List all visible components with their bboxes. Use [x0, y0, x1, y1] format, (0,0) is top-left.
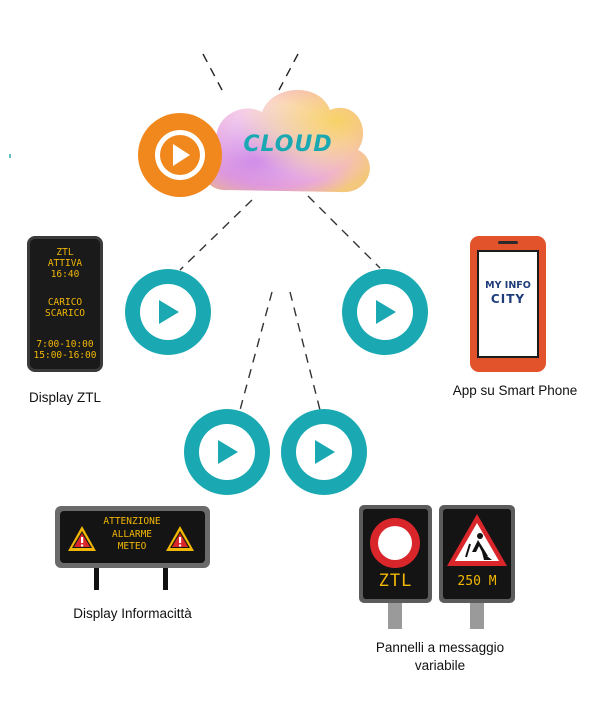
roadworks-icon [447, 514, 507, 566]
ztl-line: ATTIVA [47, 258, 83, 269]
phone-speaker [498, 241, 518, 244]
vms-sign1-text: ZTL [378, 571, 413, 591]
ztl-line: 7:00-10:00 [36, 339, 94, 350]
smartphone: MY INFO CITY [470, 236, 546, 372]
teal-play-button-left[interactable] [125, 269, 211, 355]
info-display-board [55, 506, 210, 590]
phone-screen[interactable]: MY INFO CITY [477, 250, 539, 358]
info-line: ALLARME [111, 528, 153, 540]
vms-caption-line1: Pannelli a messaggio [375, 640, 505, 655]
ztl-display-caption: Display ZTL [28, 390, 101, 405]
connector-down-left [239, 291, 273, 411]
logo-bottom-text: CITY [490, 292, 526, 306]
connector-down-right [289, 291, 321, 411]
cloud-label: CLOUD [243, 132, 333, 157]
ztl-display: ZTL ATTIVA 16:40 CARICO SCARICO 7:00-10:… [27, 236, 103, 372]
play-icon [315, 440, 335, 464]
ztl-line: ZTL [56, 247, 74, 258]
vms-caption-line2: variabile [414, 658, 466, 673]
orange-play-button[interactable] [138, 113, 222, 197]
play-icon [218, 440, 238, 464]
phone-caption: App su Smart Phone [452, 383, 578, 398]
teal-play-button-bottom-left[interactable] [184, 409, 270, 495]
teal-play-button-right[interactable] [342, 269, 428, 355]
play-icon [173, 144, 190, 166]
info-line: METEO [117, 541, 147, 552]
ztl-line: 16:40 [50, 269, 80, 280]
info-display-text: ATTENZIONE ALLARME METEO [96, 516, 168, 554]
connector-right [307, 195, 381, 269]
warning-icon-right [166, 526, 194, 551]
ray-right [278, 53, 299, 91]
info-line: ATTENZIONE [103, 516, 161, 527]
connector-left [179, 199, 253, 271]
logo-top-text: MY INFO [485, 280, 531, 291]
ztl-line: CARICO [47, 297, 83, 308]
cloud-shape [203, 89, 370, 193]
play-icon [376, 300, 396, 324]
vms-caption: Pannelli a messaggio variabile [350, 639, 530, 675]
vms-sign2-text: 250 M [457, 574, 497, 589]
ztl-line: 15:00-16:00 [33, 350, 97, 361]
info-display-caption: Display Informacittà [73, 606, 192, 621]
ztl-line: SCARICO [44, 308, 86, 319]
vms-sign-roadworks [439, 505, 515, 629]
warning-icon-left [68, 526, 96, 551]
play-icon [159, 300, 179, 324]
teal-play-button-bottom-right[interactable] [281, 409, 367, 495]
ray-left [202, 53, 223, 91]
vms-sign-no-entry [359, 505, 432, 629]
